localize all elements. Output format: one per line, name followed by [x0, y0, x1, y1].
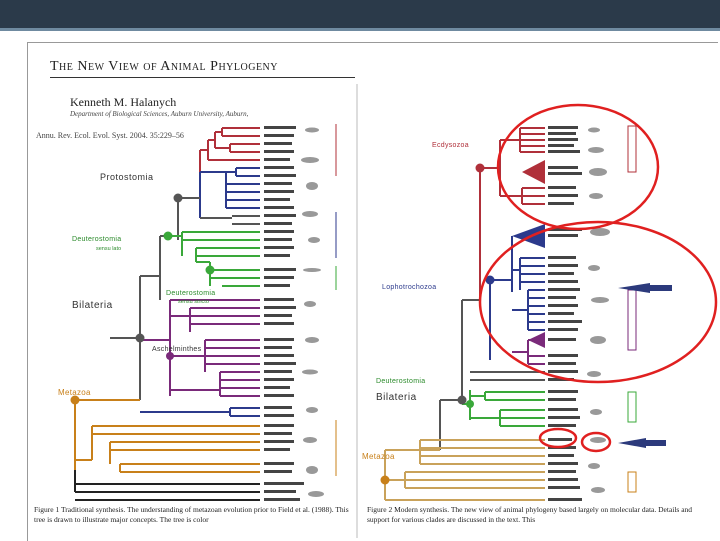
left-node-aschelm — [166, 352, 174, 360]
left-label-bilateria: Bilateria — [72, 300, 113, 311]
left-platy-branches — [140, 408, 260, 416]
right-node-metazoa — [381, 476, 390, 485]
left-label-protostomia: Protostomia — [100, 172, 154, 182]
left-node-bilateria — [136, 334, 145, 343]
left-label-metazoa: Metazoa — [58, 388, 91, 397]
left-deutero-branches — [168, 232, 260, 286]
figure1-caption: Figure 1 Traditional synthesis. The unde… — [34, 505, 356, 524]
figure2-caption: Figure 2 Modern synthesis. The new view … — [367, 505, 712, 524]
right-bracket-lopho — [628, 290, 636, 350]
right-bracket-deutero — [628, 392, 636, 422]
right-bracket-ecdysozoa — [628, 126, 636, 172]
right-taxon-lines — [548, 126, 582, 501]
left-animal-sketches — [301, 128, 324, 498]
arrow-lopho — [618, 283, 650, 293]
right-node-ecdysozoa — [476, 164, 485, 173]
right-animal-sketches — [587, 128, 610, 494]
right-label-bilateria: Bilateria — [376, 392, 417, 403]
left-node-protostomia — [174, 194, 183, 203]
right-label-metazoa: Metazoa — [362, 452, 395, 461]
right-label-ecdysozoa: Ecdysozoa — [432, 142, 469, 149]
right-label-deuterostomia: Deuterostomia — [376, 378, 425, 385]
left-label-deutero2: Deuterostomia — [166, 290, 215, 297]
right-node-bilateria — [458, 396, 467, 405]
right-bracket-sponge — [628, 472, 636, 492]
right-panarthropoda-wedge — [522, 160, 545, 184]
left-outgroup-branches — [75, 470, 260, 500]
left-metazoa-branches — [75, 400, 260, 472]
right-metazoa-branches — [385, 440, 545, 500]
left-node-deuterostomia — [164, 232, 173, 241]
left-label-deuterostomia: Deuterostomia — [72, 236, 121, 243]
right-label-lophotrochozoa: Lophotrochozoa — [382, 284, 436, 291]
left-node-deutero2 — [206, 266, 215, 275]
right-deutero-branches — [462, 390, 545, 426]
right-node-deutero — [466, 400, 474, 408]
left-label-deutero-sub: sensu lato — [96, 246, 121, 252]
left-label-aschelminthes: Aschelminthes — [152, 346, 201, 353]
annotation-arrows — [618, 283, 672, 448]
arrow-small — [618, 438, 646, 448]
left-protostome-branches — [200, 128, 260, 172]
left-label-deutero2-sub: sensu stricto — [178, 299, 209, 305]
right-tree — [385, 128, 545, 500]
left-taxon-lines — [264, 126, 304, 501]
left-tree — [75, 128, 260, 500]
left-lopho-branches — [200, 168, 260, 218]
